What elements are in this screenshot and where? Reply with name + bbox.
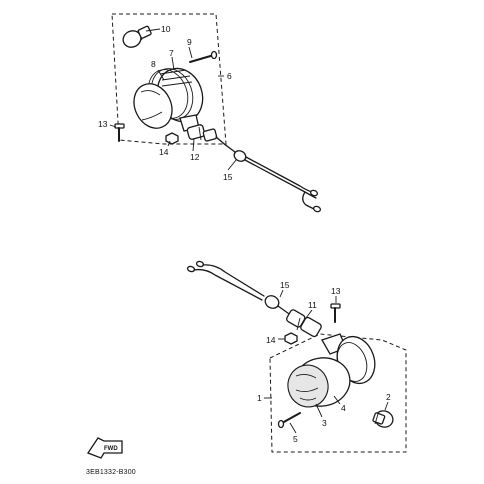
nut-part-14-lower (284, 332, 298, 345)
wire-harness-part-15-upper (215, 136, 322, 213)
lower-assembly-boundary (269, 333, 407, 453)
callout-2: 2 (386, 392, 391, 402)
callout-15-lower: 15 (280, 280, 290, 290)
screw-part-13-lower (330, 303, 341, 323)
callout-13-upper: 13 (98, 119, 108, 129)
callout-14-upper: 14 (159, 147, 169, 157)
callout-6: 6 (227, 71, 232, 81)
callout-7: 7 (169, 48, 174, 58)
upper-leader-lines (109, 28, 237, 171)
upper-assembly-boundary (111, 13, 227, 145)
forward-arrow-icon: FWD (87, 437, 123, 459)
stem-part-12 (179, 114, 218, 142)
lens-part-6 (133, 83, 173, 129)
callout-1: 1 (257, 393, 262, 403)
drawing-code: 3EB1332-B300 (86, 469, 136, 476)
callout-15-upper: 15 (223, 172, 233, 182)
callout-8: 8 (151, 59, 156, 69)
lens-part-3-4 (287, 357, 351, 408)
callout-5: 5 (293, 434, 298, 444)
lower-leader-lines (264, 289, 389, 434)
screw-part-9 (189, 50, 218, 63)
callout-12: 12 (190, 152, 200, 162)
callout-4: 4 (341, 403, 346, 413)
callout-10: 10 (161, 24, 171, 34)
stem-part-11 (286, 309, 322, 338)
forward-label: FWD (104, 446, 118, 452)
callout-13-lower: 13 (331, 286, 341, 296)
upper-flasher-assembly: 10 9 7 8 6 13 14 12 15 (98, 13, 322, 213)
nut-part-14-upper (165, 132, 179, 145)
bulb-part-10 (122, 25, 152, 48)
lower-flasher-assembly: 15 11 13 14 1 2 3 4 5 (186, 260, 407, 453)
screw-part-5 (277, 412, 301, 429)
bulb-part-2 (372, 410, 394, 428)
callout-14-lower: 14 (266, 335, 276, 345)
wire-harness-part-15-lower (186, 260, 293, 317)
callout-3: 3 (322, 418, 327, 428)
callout-9: 9 (187, 37, 192, 47)
screw-part-13-upper (114, 123, 125, 142)
callout-11: 11 (308, 300, 317, 310)
